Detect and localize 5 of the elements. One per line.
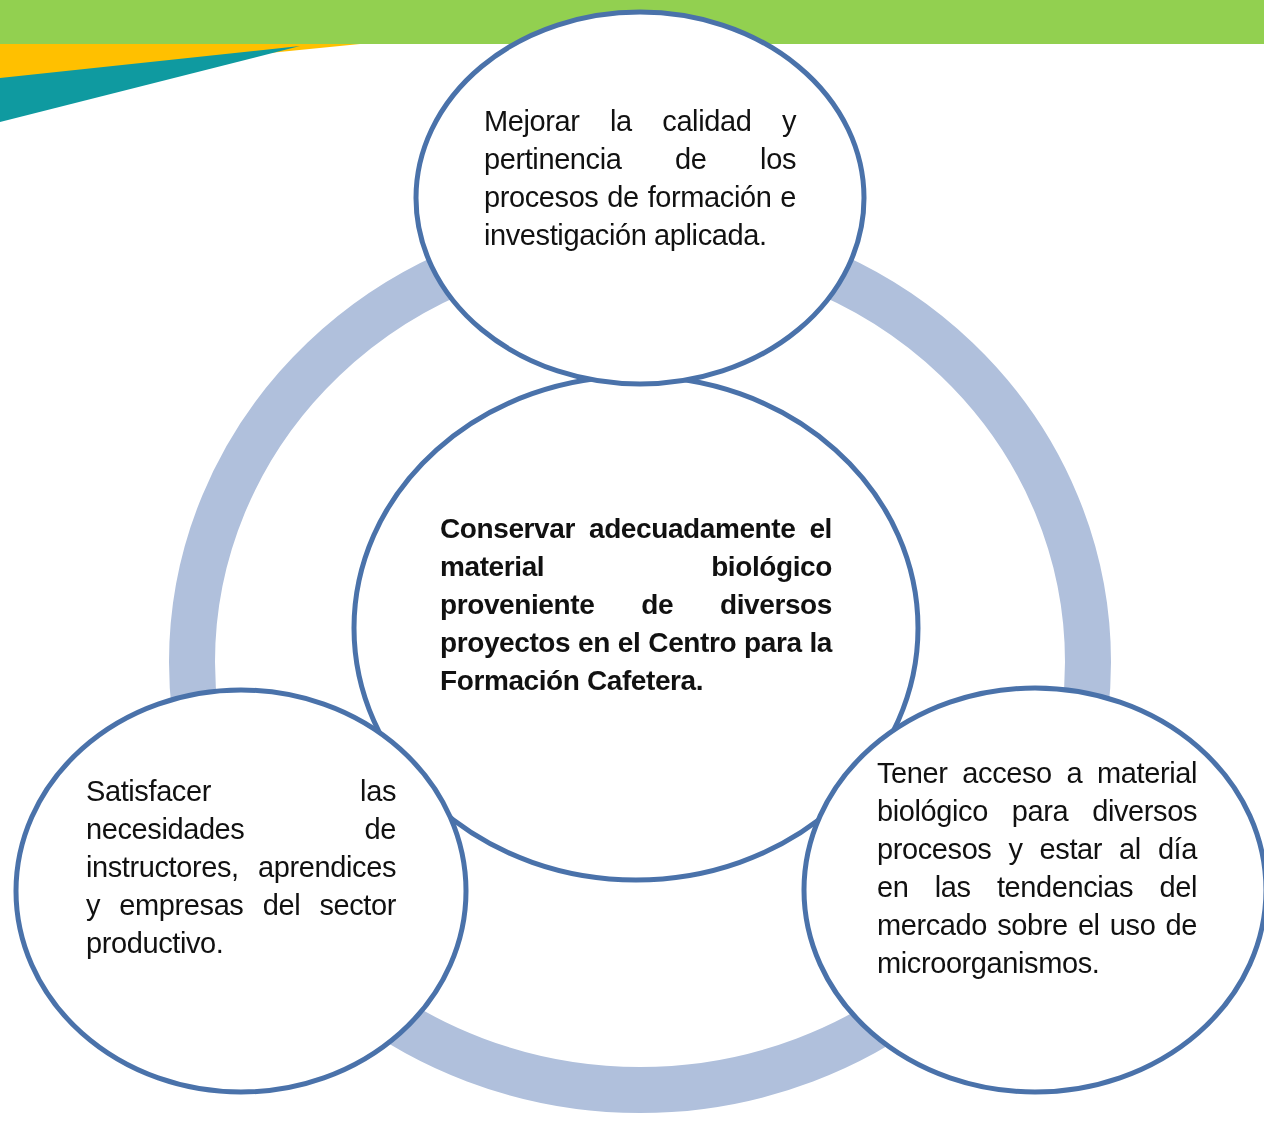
node-text: Conservar adecuadamente el material biológico proveniente de diversos proyectos en el Centro para la Formación Cafetera. — [440, 512, 832, 698]
node-text: Satisfacer las necesidades de instructores, aprendices y empresas del sector productivo. — [86, 774, 396, 961]
node-text: Tener acceso a material biológico para diversos procesos y estar al día en las tendencias del mercado sobre el uso de microorganismos. — [877, 756, 1197, 981]
circle-node — [412, 8, 868, 388]
node-text: Mejorar la calidad y pertinencia de los procesos de formación e investigación aplicada. — [484, 104, 796, 253]
